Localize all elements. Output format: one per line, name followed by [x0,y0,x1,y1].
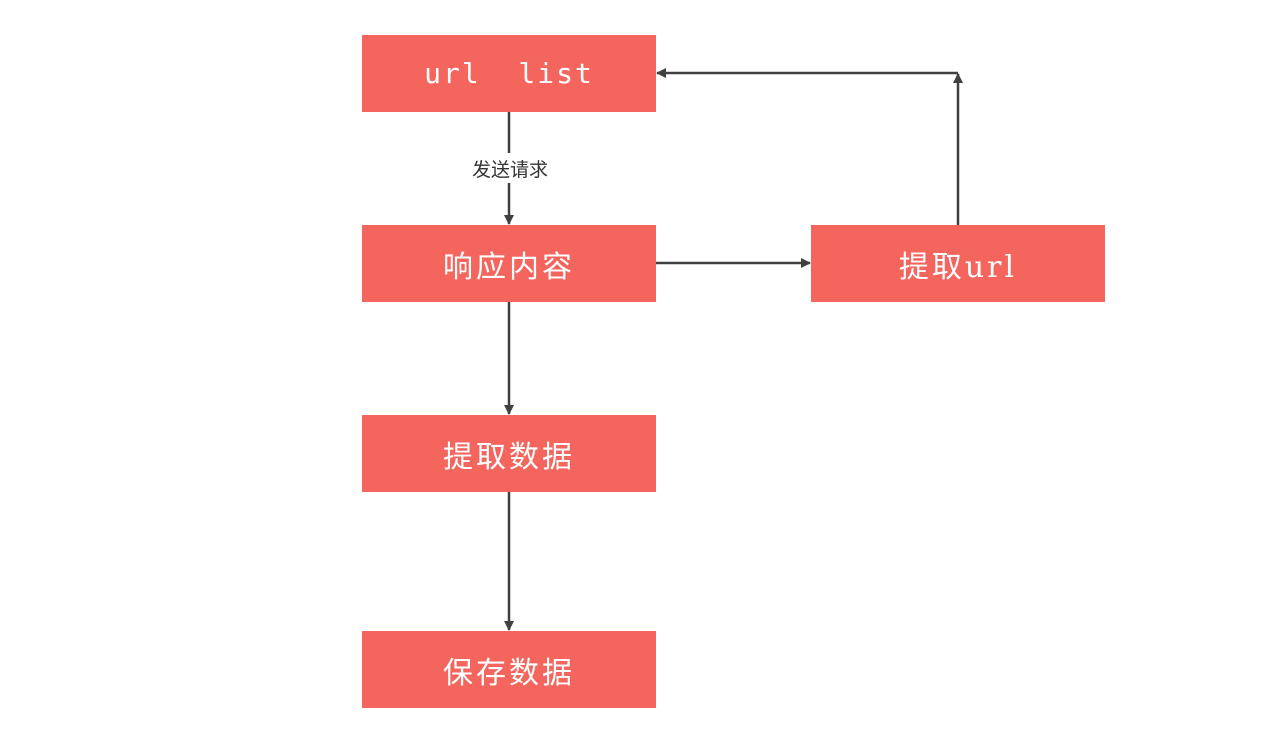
node-save-data-label: 保存数据 [443,655,575,691]
edge-label-send-request: 发送请求 [445,153,575,183]
node-url-list: url list [362,35,656,112]
node-save-data: 保存数据 [362,631,656,708]
node-response-content: 响应内容 [362,225,656,302]
node-extract-url-label: 提取url [898,249,1018,285]
node-extract-url: 提取url [811,225,1105,302]
node-response-content-label: 响应内容 [443,249,575,285]
node-url-list-label: url list [424,57,594,90]
node-extract-data: 提取数据 [362,415,656,492]
node-extract-data-label: 提取数据 [443,439,575,475]
